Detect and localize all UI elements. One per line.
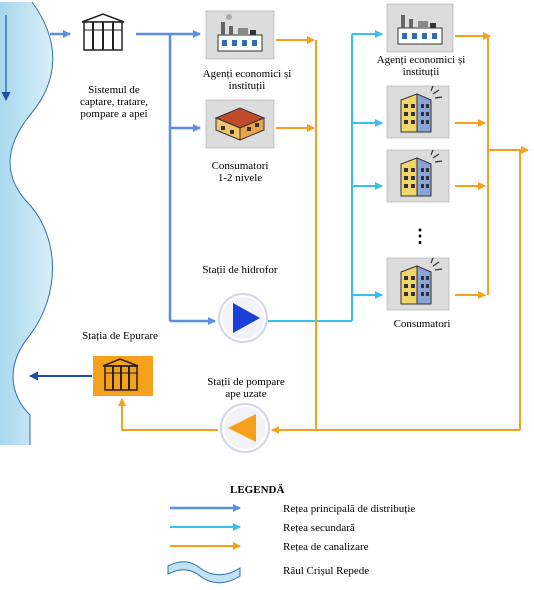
ellipsis-more-consumers: ⋮ xyxy=(411,226,429,246)
apartment-building-icon-1 xyxy=(386,85,450,139)
legend-symbols xyxy=(167,504,241,584)
apartment-building-icon-2 xyxy=(386,149,450,203)
label-economic-agents-top: Agenți economici și instituții xyxy=(202,68,292,92)
treatment-plant-icon xyxy=(72,12,134,54)
legend-item-secondary: Rețea secundară xyxy=(283,522,355,534)
factory-icon-right xyxy=(386,3,454,53)
low-building-icon xyxy=(205,99,275,149)
sewer-network xyxy=(118,32,529,434)
label-economic-agents-right: Agenți economici și instituții xyxy=(376,54,466,78)
legend-item-main: Rețea principală de distribuție xyxy=(283,503,416,515)
legend-item-river: Râul Crișul Repede xyxy=(283,565,370,577)
label-low-consumers: Consumatori 1-2 nivele xyxy=(211,160,269,184)
main-network xyxy=(50,30,216,325)
legend-item-sewer: Rețea de canalizare xyxy=(283,541,369,553)
label-consumers-right: Consumatori xyxy=(393,318,451,330)
treatment-station-icon xyxy=(93,356,153,396)
label-wastewater-pumps: Stații de pompare ape uzate xyxy=(207,376,285,400)
apartment-building-icon-3 xyxy=(386,257,450,311)
hydrophore-pump-icon xyxy=(218,293,268,343)
label-hydrophore-stations: Stații de hidrofor xyxy=(202,264,278,276)
label-water-system: Sistemul de captare, tratare, pompare a … xyxy=(79,84,149,120)
sewage-pump-icon xyxy=(220,403,270,453)
factory-icon-top xyxy=(205,10,275,60)
legend-title: LEGENDĂ xyxy=(230,484,285,496)
secondary-network xyxy=(268,30,383,322)
label-treatment-station: Stația de Epurare xyxy=(82,330,158,342)
river xyxy=(0,1,54,445)
